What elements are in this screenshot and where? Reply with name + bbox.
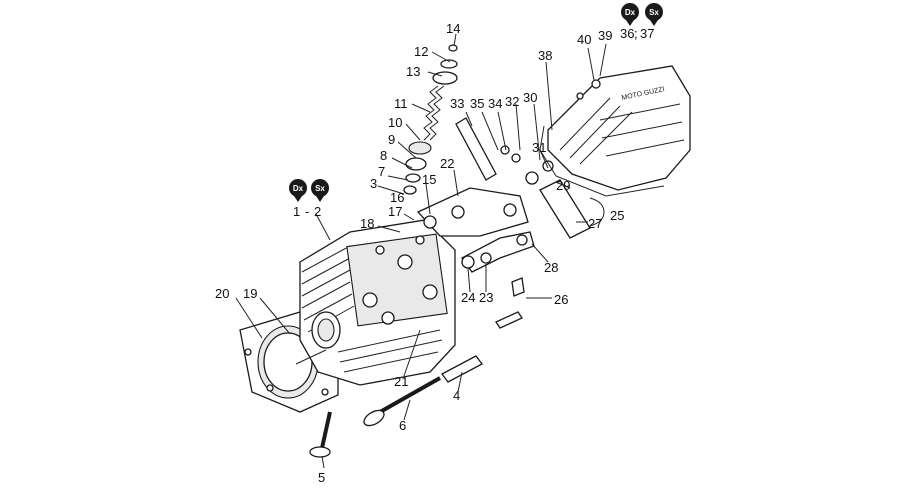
stud (295, 349, 327, 365)
label-2: 2 (314, 204, 321, 219)
label-8: 8 (380, 148, 387, 163)
badge-right-side-36: Dx (621, 3, 639, 26)
label-24: 24 (461, 290, 475, 305)
label-20: 20 (215, 286, 229, 301)
label-1: 1 (293, 204, 300, 219)
label-32: 32 (505, 94, 519, 109)
label-31: 31 (532, 140, 546, 155)
svg-text:Dx: Dx (293, 184, 304, 193)
head-cover: MOTO GUZZI (539, 65, 691, 197)
label-7: 7 (378, 164, 385, 179)
label-semicolon: ; (634, 26, 638, 41)
svg-text:Sx: Sx (649, 8, 659, 17)
label-30: 30 (523, 90, 537, 105)
label-11: 11 (394, 96, 408, 111)
valve-spring-stack (403, 44, 458, 195)
label-27: 27 (588, 216, 602, 231)
label-26: 26 (554, 292, 568, 307)
svg-text:Dx: Dx (625, 8, 636, 17)
badge-left-side-2: Sx (311, 179, 329, 202)
label-40: 40 (577, 32, 591, 47)
valve-intake (309, 411, 332, 458)
label-23: 23 (479, 290, 493, 305)
leader-lines (235, 33, 607, 469)
cover-screw (591, 79, 601, 89)
badge-left-side-37: Sx (645, 3, 663, 26)
label-14: 14 (446, 21, 460, 36)
valve-exhaust (363, 376, 441, 427)
part-labels: 1 - 2 3 4 5 6 7 8 9 10 11 13 12 14 15 16… (215, 21, 654, 485)
badge-right-side-1: Dx (289, 179, 307, 202)
label-9: 9 (388, 132, 395, 147)
label-5: 5 (318, 470, 325, 485)
label-35: 35 (470, 96, 484, 111)
label-39: 39 (598, 28, 612, 43)
label-19: 19 (243, 286, 257, 301)
rocker-shaft (500, 145, 591, 239)
svg-text:Sx: Sx (315, 184, 325, 193)
label-13: 13 (406, 64, 420, 79)
label-34: 34 (488, 96, 502, 111)
label-33: 33 (450, 96, 464, 111)
label-36: 36 (620, 26, 634, 41)
cover-washer (576, 92, 584, 100)
label-16: 16 (390, 190, 404, 205)
label-21: 21 (394, 374, 408, 389)
pushrod-tube (455, 117, 497, 181)
label-10: 10 (388, 115, 402, 130)
label-12: 12 (414, 44, 428, 59)
label-3: 3 (370, 176, 377, 191)
label-25: 25 (610, 208, 624, 223)
label-17: 17 (388, 204, 402, 219)
label-18: 18 (360, 216, 374, 231)
label-4: 4 (453, 388, 460, 403)
rocker-support (416, 187, 529, 237)
label-15: 15 (422, 172, 436, 187)
bolt-26 (495, 277, 525, 329)
label-28: 28 (544, 260, 558, 275)
valve-guide (441, 355, 483, 383)
label-dash: - (305, 204, 309, 219)
cylinder-head (299, 219, 456, 386)
label-38: 38 (538, 48, 552, 63)
label-22: 22 (440, 156, 454, 171)
label-37: 37 (640, 26, 654, 41)
label-6: 6 (399, 418, 406, 433)
label-29: 29 (556, 178, 570, 193)
rocker-arm (461, 231, 535, 273)
